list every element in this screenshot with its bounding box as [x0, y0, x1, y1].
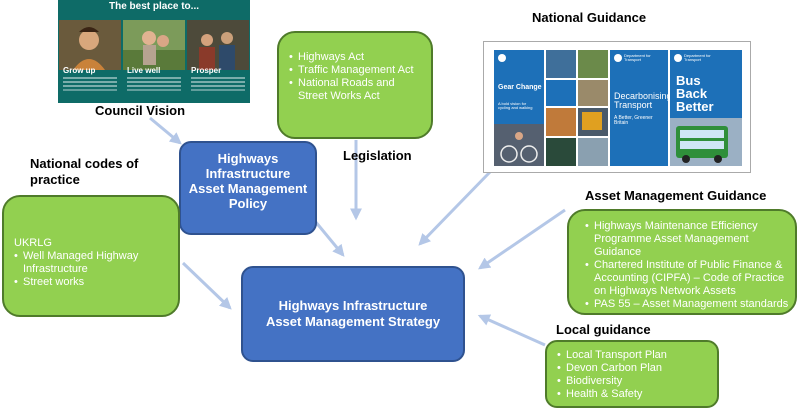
amg-item: PAS 55 – Asset Management standards	[585, 298, 789, 311]
arrow-vision-to-policy	[149, 116, 182, 145]
prosper-label: Prosper	[191, 66, 222, 75]
national-codes-box: UKRLG Well Managed Highway Infrastructur…	[2, 195, 180, 317]
local-guidance-heading: Local guidance	[556, 322, 651, 337]
gear-change-title: Gear Change	[498, 84, 542, 91]
amg-item: Highways Maintenance Efficiency Programm…	[585, 220, 789, 259]
national-codes-intro: UKRLG	[14, 237, 52, 249]
national-codes-heading: National codes of practice	[30, 156, 139, 187]
council-vision-image-title: The best place to...	[108, 1, 200, 12]
local-guidance-item: Biodiversity	[557, 375, 711, 388]
bus-dept: Department for Transport	[684, 53, 711, 62]
local-guidance-item: Devon Carbon Plan	[557, 362, 711, 375]
prosper-panel: Prosper	[187, 20, 249, 100]
bus-photo	[670, 118, 742, 166]
arrow-local-to-strategy	[477, 314, 546, 347]
live-well-panel: Live well	[123, 20, 185, 100]
gear-change-subtitle: A bold vision for cycling and walking	[498, 101, 533, 110]
decarbonising-title: Decarbonising Transport	[614, 91, 668, 110]
local-guidance-box: Local Transport Plan Devon Carbon Plan B…	[545, 340, 719, 408]
legislation-item: Traffic Management Act	[289, 64, 423, 77]
legislation-item: Highways Act	[289, 51, 423, 64]
local-guidance-item: Local Transport Plan	[557, 349, 711, 362]
strategy-box: Highways Infrastructure Asset Management…	[241, 266, 465, 362]
arrow-amg-to-strategy	[478, 208, 566, 270]
policy-label: Highways Infrastructure Asset Management…	[188, 151, 308, 211]
legislation-box: Highways Act Traffic Management Act Nati…	[277, 31, 433, 139]
bus-back-better-cover: Department for Transport Bus Back Better	[670, 50, 742, 166]
cyclist-photo	[494, 124, 544, 166]
legislation-heading: Legislation	[343, 148, 412, 163]
workers-photo	[187, 20, 249, 70]
amg-item: Chartered Institute of Public Finance & …	[585, 259, 789, 298]
policy-box: Highways Infrastructure Asset Management…	[179, 141, 317, 235]
grow-up-panel: Grow up	[59, 20, 121, 100]
walkers-photo	[123, 20, 185, 70]
asset-management-guidance-box: Highways Maintenance Efficiency Programm…	[567, 209, 797, 315]
asset-management-guidance-heading: Asset Management Guidance	[585, 188, 767, 203]
child-photo	[59, 20, 121, 70]
gear-change-cover: Gear Change A bold vision for cycling an…	[494, 50, 544, 166]
legislation-item: National Roads and Street Works Act	[289, 77, 423, 103]
decarbonising-subtitle: A Better, Greener Britain	[614, 115, 653, 126]
arrow-guidance-to-strategy	[418, 170, 492, 246]
national-guidance-heading: National Guidance	[532, 10, 647, 25]
photo-mosaic	[546, 50, 608, 166]
strategy-label: Highways Infrastructure Asset Management…	[265, 298, 441, 329]
local-guidance-item: Health & Safety	[557, 388, 711, 401]
national-guidance-image: Gear Change A bold vision for cycling an…	[483, 41, 751, 173]
council-vision-heading: Council Vision	[95, 103, 186, 118]
grow-up-label: Grow up	[63, 66, 96, 75]
national-codes-item: Street works	[14, 276, 172, 289]
decarbonising-dept: Department for Transport	[624, 53, 651, 62]
live-well-label: Live well	[127, 66, 161, 75]
council-vision-image: The best place to... Grow up Live well	[58, 0, 250, 103]
bus-title: Bus Back Better	[676, 73, 714, 114]
national-codes-item: Well Managed Highway Infrastructure	[14, 250, 172, 276]
arrow-codes-to-strategy	[181, 261, 232, 310]
decarbonising-cover: Department for Transport Decarbonising T…	[610, 50, 668, 166]
